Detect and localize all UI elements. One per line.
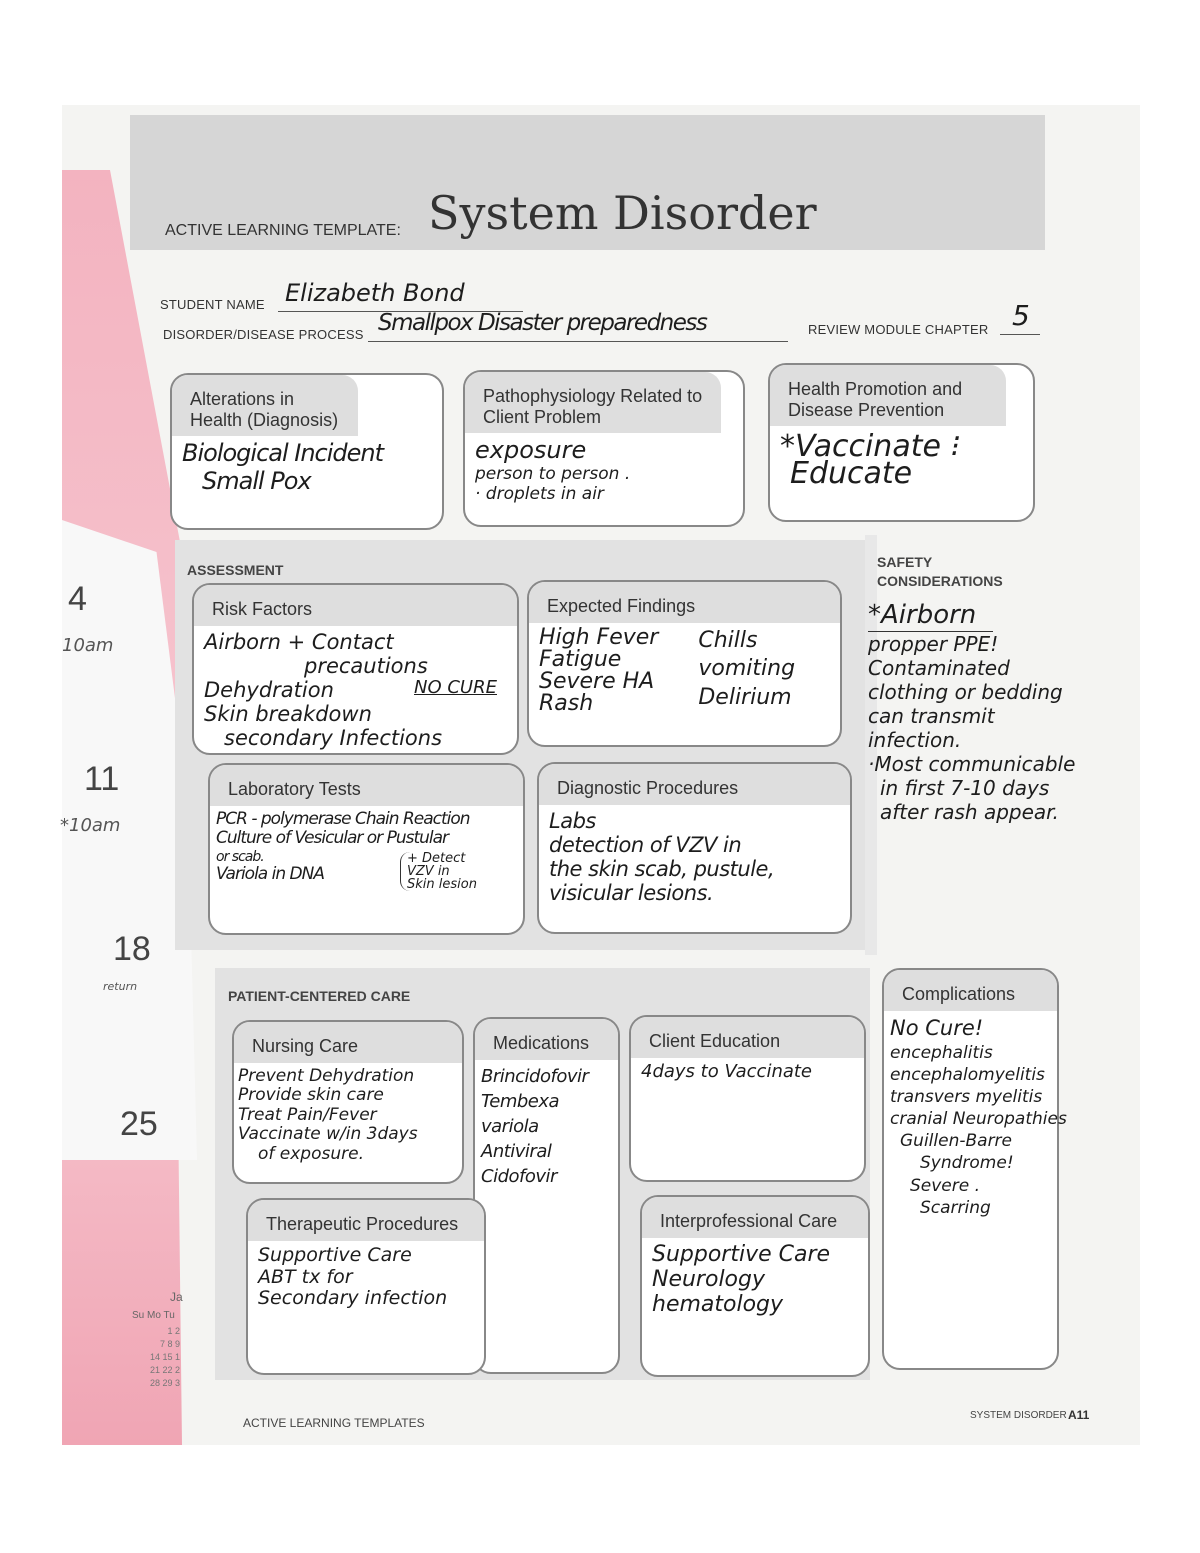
disorder-value: Smallpox Disaster preparedness: [378, 310, 708, 336]
laboratory-tests-box: Laboratory Tests PCR - polymerase Chain …: [208, 763, 525, 935]
safety-notes: *Airborn propper PPE! Contaminated cloth…: [868, 600, 1076, 825]
student-name-value: Elizabeth Bond: [285, 279, 465, 307]
calendar-day: 11: [84, 760, 120, 798]
safety-region: [865, 535, 877, 955]
underline: [1000, 334, 1040, 335]
student-name-label: STUDENT NAME: [160, 297, 265, 312]
health-promotion-box: Health Promotion and Disease Prevention …: [768, 363, 1035, 522]
calendar-note: *10am: [60, 815, 121, 836]
calendar-weekdays: Su Mo Tu: [132, 1310, 175, 1321]
template-label: ACTIVE LEARNING TEMPLATE:: [165, 222, 401, 239]
page-title: System Disorder: [428, 186, 817, 240]
review-chapter-label: REVIEW MODULE CHAPTER: [808, 322, 989, 337]
assessment-label: ASSESSMENT: [187, 562, 284, 578]
underline: [368, 341, 788, 342]
calendar-month: Ja: [170, 1290, 183, 1304]
underline: [278, 311, 523, 312]
no-cure-note: NO CURE: [414, 676, 497, 698]
footer-left: ACTIVE LEARNING TEMPLATES: [243, 1416, 425, 1430]
chapter-value: 5: [1012, 299, 1030, 332]
calendar-day: 18: [113, 930, 151, 968]
risk-factors-box: Risk Factors Airborn + Contact precautio…: [192, 583, 519, 755]
alterations-box: Alterations in Health (Diagnosis) Biolog…: [170, 373, 444, 530]
patient-care-label: PATIENT-CENTERED CARE: [228, 988, 411, 1004]
calendar-note: 10am: [62, 635, 114, 656]
page-number: A11: [1068, 1408, 1090, 1422]
pathophysiology-box: Pathophysiology Related to Client Proble…: [463, 370, 745, 527]
disorder-label: DISORDER/DISEASE PROCESS: [163, 327, 364, 342]
title-band: [130, 115, 1045, 250]
client-education-box: Client Education 4days to Vaccinate: [629, 1015, 866, 1182]
calendar-day: 25: [120, 1105, 158, 1143]
calendar-note: return: [103, 980, 138, 993]
calendar-day: 4: [68, 580, 87, 618]
footer-section: SYSTEM DISORDER: [970, 1410, 1067, 1421]
